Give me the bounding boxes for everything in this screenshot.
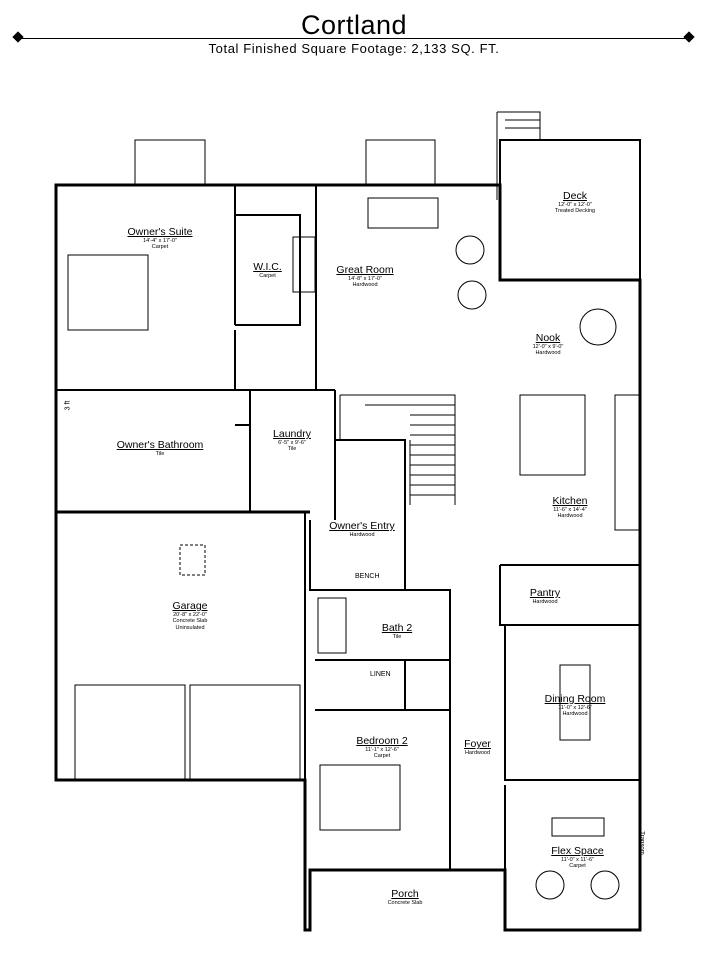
- garage-door-right: [189, 684, 301, 781]
- wall-laundry: [235, 390, 336, 520]
- stair: [339, 394, 456, 505]
- plan-subtitle: Total Finished Square Footage: 2,133 SQ.…: [208, 41, 500, 56]
- window-owners-top: [134, 139, 206, 185]
- label-3ft: 3 ft: [64, 400, 72, 411]
- attic-access: [179, 544, 206, 576]
- nook-table: [579, 308, 617, 346]
- wall-bath2: [315, 589, 451, 870]
- wall-garage: [55, 512, 306, 780]
- label-transom: Transom: [638, 831, 645, 855]
- flex-desk: [551, 817, 605, 837]
- wall-wic: [235, 214, 301, 326]
- plan-title: Cortland: [300, 10, 408, 40]
- deck-stairs: [496, 111, 541, 200]
- bed-bedroom2: [319, 764, 401, 831]
- window-great-top: [365, 139, 436, 185]
- wall-owners-entry: [309, 439, 406, 591]
- chair-great-2: [457, 280, 487, 310]
- counter-right: [614, 394, 641, 531]
- title-rule: [18, 38, 690, 39]
- chair-flex-2: [590, 870, 620, 900]
- kitchen-island: [519, 394, 586, 476]
- deck-outline: [499, 139, 641, 281]
- chair-flex-1: [535, 870, 565, 900]
- wall-dining: [504, 625, 640, 781]
- garage-door-left: [74, 684, 186, 781]
- room-wic: W.I.C.Carpet: [253, 261, 282, 280]
- wall-pantry: [499, 564, 640, 626]
- label-linen: LINEN: [370, 671, 391, 678]
- sofa: [367, 197, 439, 229]
- label-bench: BENCH: [355, 573, 380, 580]
- tub: [317, 597, 347, 654]
- bed-owners: [67, 254, 149, 331]
- fireplace: [292, 236, 316, 293]
- dining-table: [559, 664, 591, 741]
- chair-great-1: [455, 235, 485, 265]
